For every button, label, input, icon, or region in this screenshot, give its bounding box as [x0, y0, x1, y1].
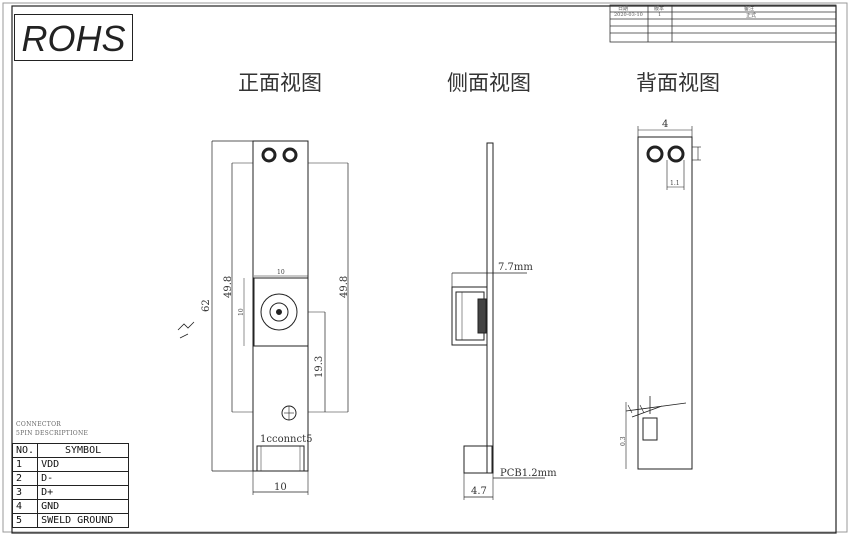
pin-no: 5 — [11, 513, 39, 528]
pin-symbol: D- — [37, 471, 130, 486]
table-row: 2 D- — [11, 471, 130, 486]
back-board-outline — [637, 136, 693, 470]
back-pad — [642, 417, 658, 441]
back-dim-width: 4 — [662, 119, 669, 130]
front-dim-lens-side: 10 — [238, 308, 245, 316]
back-hole-left — [646, 145, 664, 163]
connector-title: CONNECTOR — [16, 421, 62, 428]
side-dim-pcb: PCB1.2mm — [500, 468, 557, 479]
pin-table: NO. SYMBOL 1 VDD 2 D- 3 D+ 4 GND 5 SWELD… — [11, 443, 130, 528]
front-view — [177, 140, 349, 495]
front-dim-lens-offset: 19.3 — [314, 355, 325, 378]
title-block-note: 正式 — [746, 13, 757, 19]
title-block-date: 2020-03-10 — [614, 12, 643, 18]
front-board-outline — [252, 140, 309, 472]
pin-table-header: NO. SYMBOL — [11, 443, 130, 458]
side-pcb — [486, 142, 494, 474]
title-block-header-note: 备注 — [744, 6, 755, 12]
front-lens-outer — [260, 293, 298, 331]
pin-no: 2 — [11, 471, 39, 486]
side-connector — [463, 445, 493, 474]
pin-symbol-header: SYMBOL — [37, 443, 130, 458]
front-hole-left — [261, 147, 277, 163]
side-view — [451, 142, 545, 500]
front-dim-left: 49.8 — [223, 275, 234, 298]
pin-no: 4 — [11, 499, 39, 514]
front-axis-symbol — [177, 321, 195, 339]
front-connector — [256, 445, 305, 472]
front-dim-width: 10 — [274, 482, 287, 493]
front-dim-lens-top: 10 — [277, 269, 285, 276]
table-row: 5 SWELD GROUND — [11, 513, 130, 528]
pin-no-header: NO. — [11, 443, 39, 458]
back-view — [625, 126, 701, 470]
rohs-logo: ROHS — [14, 14, 133, 61]
side-dim-depth: 7.7mm — [498, 262, 533, 273]
pin-symbol: SWELD GROUND — [37, 513, 130, 528]
title-block-header-date: 日期 — [618, 6, 629, 12]
pin-symbol: VDD — [37, 457, 130, 472]
front-connector-label: 1cconnct5 — [260, 434, 313, 445]
side-lens-body — [451, 286, 488, 346]
page-frame — [11, 5, 837, 534]
title-block-version: 1 — [658, 12, 662, 18]
front-view-title: 正面视图 — [238, 71, 322, 95]
front-dim-right: 49.8 — [339, 275, 350, 298]
pin-symbol: GND — [37, 499, 130, 514]
table-row: 3 D+ — [11, 485, 130, 500]
back-dim-small: 1.1 — [670, 180, 680, 187]
table-row: 4 GND — [11, 499, 130, 514]
back-hole-right — [667, 145, 685, 163]
connector-subtitle: 5PIN DESCRIPTIONE — [16, 430, 89, 437]
back-view-title: 背面视图 — [636, 71, 720, 95]
front-lens-inner — [269, 302, 289, 322]
title-block-grid — [609, 4, 837, 43]
side-dim-base: 4.7 — [471, 486, 487, 497]
pin-no: 3 — [11, 485, 39, 500]
side-view-title: 侧面视图 — [447, 71, 531, 95]
front-dim-total: 62 — [201, 299, 212, 312]
title-block-header-version: 版本 — [654, 6, 665, 12]
front-hole-right — [282, 147, 298, 163]
pin-symbol: D+ — [37, 485, 130, 500]
back-dim-pitch: 0.3 — [620, 436, 627, 446]
pin-no: 1 — [11, 457, 39, 472]
table-row: 1 VDD — [11, 457, 130, 472]
